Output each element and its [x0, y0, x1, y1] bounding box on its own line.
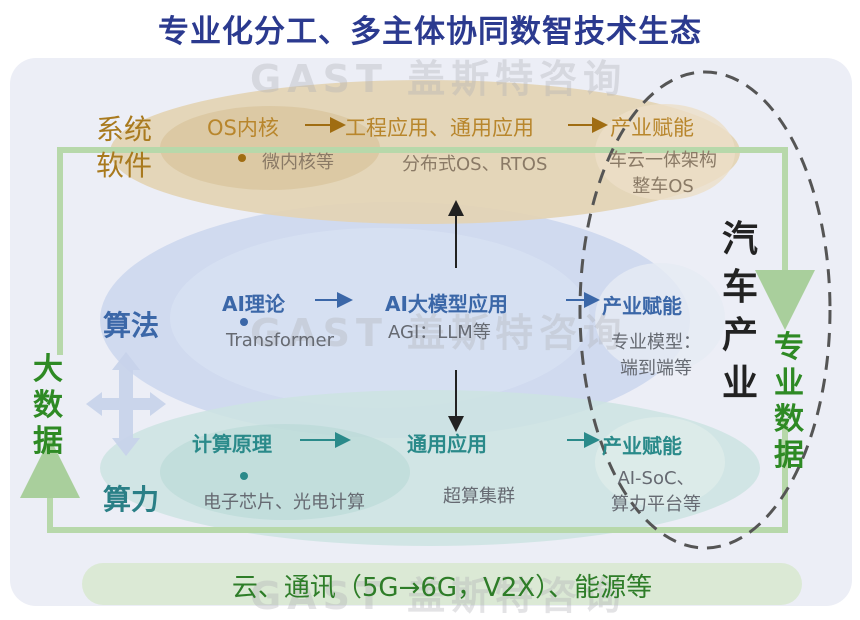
- infrastructure-label: 云、通讯（5G→6G，V2X）、能源等: [231, 573, 653, 603]
- compute-principle-detail: 电子芯片、光电计算: [203, 492, 365, 513]
- computing-inner-ellipse: [160, 424, 410, 520]
- engineering-app-node: 工程应用、通用应用: [345, 116, 534, 140]
- watermark-top: GAST 盖斯特咨询: [250, 57, 628, 101]
- algorithm-industry-detail-line2: 端到端等: [620, 358, 692, 379]
- big-data-char: 数: [33, 388, 63, 423]
- professional-data-char: 数: [774, 402, 804, 437]
- algorithm-industry-node: 产业赋能: [602, 294, 682, 318]
- os-kernel-node: OS内核: [207, 116, 279, 140]
- auto-industry-ellipse: [578, 70, 832, 550]
- system-software-label-line2: 软件: [96, 149, 153, 182]
- system-industry-detail-line2: 整车OS: [632, 176, 694, 197]
- computing-right-ellipse: [595, 417, 725, 507]
- professional-data-char: 专: [774, 330, 804, 365]
- big-data-char: 据: [33, 424, 63, 459]
- big-data-label: 大 数 据: [30, 352, 66, 460]
- computing-industry-node: 产业赋能: [602, 434, 682, 458]
- big-data-char: 大: [33, 352, 63, 387]
- system-industry-detail: 车云一体架构 整车OS: [598, 146, 728, 198]
- computing-label: 算力: [103, 483, 160, 516]
- compute-principle-node: 计算原理: [192, 432, 272, 456]
- ai-theory-detail: Transformer: [226, 330, 335, 351]
- professional-data-label: 专 业 数 据: [771, 330, 807, 474]
- professional-data-char: 业: [774, 366, 804, 401]
- auto-industry-char: 业: [721, 363, 758, 404]
- system-software-label-line1: 系统: [96, 113, 153, 146]
- llm-app-node: AI大模型应用: [385, 292, 508, 316]
- algorithm-label: 算法: [103, 309, 160, 342]
- system-industry-detail-line1: 车云一体架构: [609, 150, 717, 171]
- bidirectional-arrow: [86, 352, 166, 456]
- auto-industry-label: 汽 车 产 业: [718, 216, 762, 408]
- system-industry-node: 产业赋能: [610, 116, 694, 140]
- computing-industry-detail-line2: 算力平台等: [611, 494, 701, 515]
- auto-industry-char: 汽: [721, 219, 758, 260]
- computing-industry-detail-line1: AI-SoC、: [617, 468, 695, 489]
- watermark-middle: GAST 盖斯特咨询: [250, 311, 628, 355]
- auto-industry-char: 车: [721, 267, 758, 308]
- big-data-loop-bottom: [19, 420, 788, 533]
- engineering-app-detail: 分布式OS、RTOS: [402, 154, 548, 175]
- computing-industry-detail: AI-SoC、 算力平台等: [596, 464, 716, 516]
- auto-industry-char: 产: [721, 315, 758, 356]
- algorithm-industry-detail-line1: 专业模型：: [611, 332, 701, 353]
- big-data-loop: [57, 147, 815, 355]
- ai-theory-node: AI理论: [222, 292, 285, 316]
- general-app-node: 通用应用: [407, 432, 487, 456]
- system-software-label: 系统 软件: [96, 112, 152, 184]
- general-app-detail: 超算集群: [443, 486, 515, 507]
- bullet-os-kernel: [238, 154, 246, 162]
- algorithm-industry-detail: 专业模型： 端到端等: [596, 328, 716, 380]
- algorithm-inner-ellipse: [170, 228, 590, 408]
- professional-data-char: 据: [774, 438, 804, 473]
- os-kernel-detail: 微内核等: [262, 152, 334, 173]
- llm-app-detail: AGI：LLM等: [388, 322, 491, 343]
- algorithm-right-ellipse: [595, 263, 725, 373]
- infrastructure-bar: [82, 563, 802, 605]
- diagram-title: 专业化分工、多主体协同数智技术生态: [158, 14, 702, 50]
- bullet-ai-theory: [240, 318, 248, 326]
- bullet-compute-principle: [240, 472, 248, 480]
- watermark-bottom: GAST 盖斯特咨询: [250, 574, 628, 618]
